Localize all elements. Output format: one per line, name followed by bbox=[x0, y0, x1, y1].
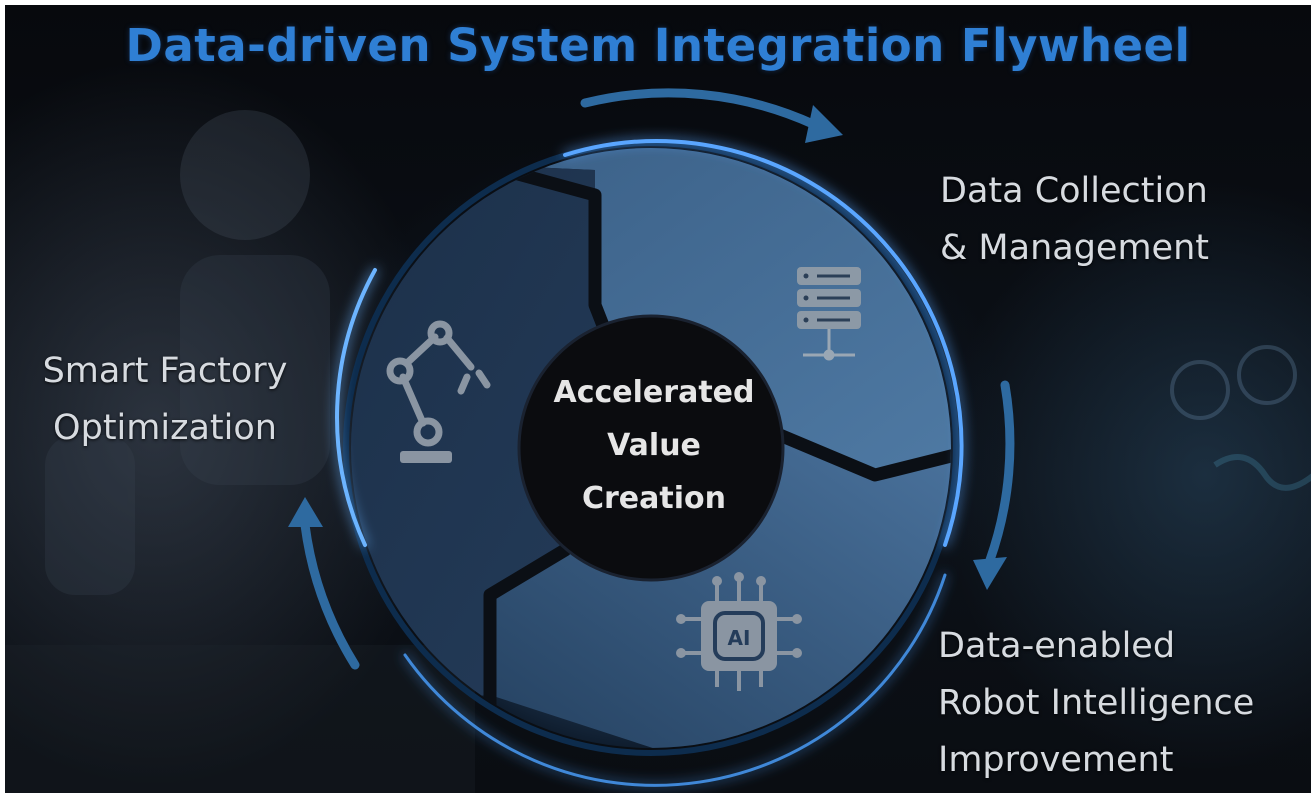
stage-label-line: Robot Intelligence bbox=[938, 683, 1255, 723]
stage-label-line: Data-enabled bbox=[938, 626, 1176, 666]
flywheel-ring-base bbox=[343, 140, 959, 756]
stage-label-line: Optimization bbox=[53, 408, 277, 448]
stage-label-data-collection: Data Collection & Management bbox=[940, 163, 1260, 277]
page-title: Data-driven System Integration Flywheel bbox=[125, 19, 1191, 72]
ai-chip-icon: AI bbox=[676, 572, 802, 691]
svg-text:AI: AI bbox=[728, 626, 751, 650]
center-label-line: Creation bbox=[582, 481, 726, 516]
background-dashboard-silhouette bbox=[1170, 345, 1311, 491]
stage-label-line: & Management bbox=[940, 228, 1209, 268]
stage-label-line: Data Collection bbox=[940, 171, 1208, 211]
segment-smart-factory bbox=[351, 165, 651, 705]
rotation-arrow-top bbox=[580, 88, 843, 143]
background-robot-silhouette bbox=[5, 110, 475, 793]
server-icon bbox=[797, 267, 861, 361]
center-label-line: Accelerated bbox=[553, 375, 755, 410]
stage-label-line: Improvement bbox=[938, 740, 1174, 780]
center-hub bbox=[519, 316, 783, 580]
flywheel-graphic: AI bbox=[5, 88, 1311, 793]
center-label-line: Value bbox=[607, 428, 701, 463]
stage-label-robot-intelligence: Data-enabled Robot Intelligence Improvem… bbox=[938, 618, 1308, 789]
robot-arm-icon bbox=[386, 320, 491, 463]
rotation-arrow-right bbox=[973, 380, 1015, 590]
rotation-arrow-left bbox=[288, 497, 360, 670]
stage-label-smart-factory: Smart Factory Optimization bbox=[15, 343, 315, 457]
flywheel-ring-glow bbox=[335, 139, 964, 787]
center-hub-label: Accelerated Value Creation bbox=[519, 366, 789, 525]
stage-label-line: Smart Factory bbox=[42, 351, 288, 391]
flywheel-diagram: AI Data-driven System Integration Flywhe… bbox=[5, 5, 1311, 793]
